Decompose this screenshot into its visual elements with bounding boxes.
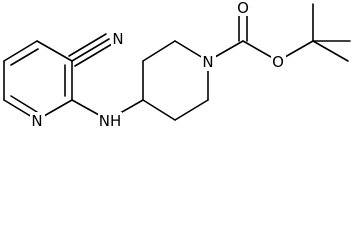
bonds [3,3,351,121]
bond-cq-me3 [312,40,349,62]
carbonyl-o-label: O [237,0,249,17]
bond-py-c4-c5-inner [10,48,39,66]
bond-pip-c6-c5 [174,99,209,121]
bond-nitrile-2 [68,33,107,57]
piperidine-n-atom: N [201,53,216,71]
bond-py-c6-n1-inner [10,95,38,113]
pyridine-n-atom: N [30,112,45,130]
nitrile-n-label: N [112,30,123,48]
bond-nitrile-1 [71,38,110,62]
carbonyl-o-atom: O [236,0,251,17]
piperidine-n-label: N [202,53,213,71]
pyridine-n-label: N [31,112,42,130]
bond-nitrile-3 [74,43,113,67]
bond-pip-c3-c2 [142,40,176,62]
bond-py-c4-c5-outer [3,40,38,62]
ester-o-label: O [272,53,284,71]
amine-nh-label: NH [99,112,122,130]
amine-nh-atom: NH [98,112,122,130]
chemical-structure: N N NH N O O [3,0,351,130]
atom-labels: N N NH N O O [30,0,286,130]
bond-pip-c5-c4 [142,99,176,121]
bond-py-c3-c4 [36,40,73,62]
ester-o-atom: O [271,53,286,71]
nitrile-n-atom: N [111,30,126,48]
